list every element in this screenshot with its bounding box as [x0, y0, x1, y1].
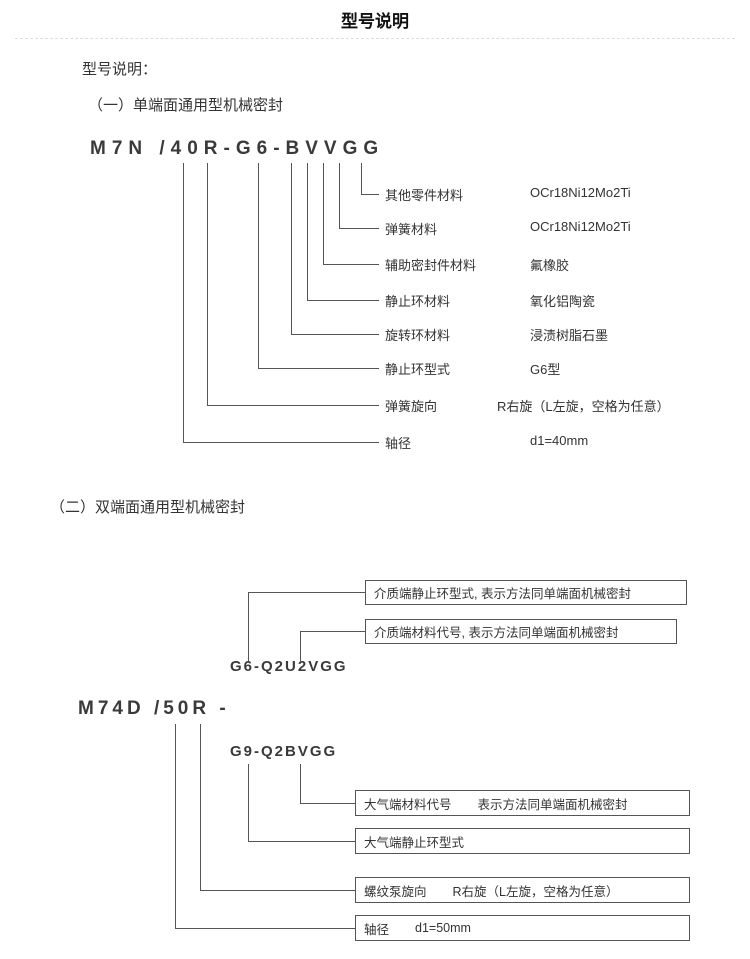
spec-label: 轴径	[385, 436, 412, 451]
spec-label: 其他零件材料	[385, 188, 464, 203]
spec-label: 弹簧旋向	[385, 399, 438, 414]
callout-box-medium-material-code: 介质端材料代号, 表示方法同单端面机械密封	[365, 619, 677, 644]
section2-code-medium-side: G6-Q2U2VGG	[230, 658, 348, 675]
spec-value: 氟橡胶	[530, 258, 570, 273]
connector-line	[323, 163, 379, 265]
spec-value: OCr18Ni12Mo2Ti	[530, 219, 631, 234]
connector-line	[300, 764, 356, 804]
spec-value: R右旋（L左旋，空格为任意）	[497, 399, 670, 414]
connector-line	[307, 163, 379, 301]
callout-label: 轴径	[364, 922, 390, 937]
section2-heading: （二）双端面通用型机械密封	[50, 499, 246, 516]
connector-line	[207, 163, 379, 406]
section1-model-code: M7N /40R-G6-BVVGG	[90, 138, 385, 159]
header-divider	[15, 38, 735, 39]
callout-value: 表示方法同单端面机械密封	[477, 797, 628, 812]
connector-line	[200, 724, 356, 891]
connector-line	[248, 592, 366, 661]
spec-label: 静止环型式	[385, 362, 451, 377]
intro-text: 型号说明：	[82, 61, 158, 78]
spec-row: 旋转环材料 浸渍树脂石墨	[385, 325, 745, 343]
spec-label: 旋转环材料	[385, 328, 451, 343]
spec-row: 辅助密封件材料 氟橡胶	[385, 255, 745, 273]
connector-line	[291, 163, 379, 335]
callout-label: 大气端材料代号	[364, 797, 452, 812]
spec-row: 静止环材料 氧化铝陶瓷	[385, 291, 745, 309]
callout-box-medium-ring-type: 介质端静止环型式, 表示方法同单端面机械密封	[365, 580, 687, 605]
callout-box-atmosphere-material-code: 大气端材料代号 表示方法同单端面机械密封	[355, 790, 690, 816]
spec-row: 弹簧材料 OCr18Ni12Mo2Ti	[385, 219, 745, 237]
callout-box-screw-pump-rotation: 螺纹泵旋向 R右旋（L左旋，空格为任意）	[355, 877, 690, 903]
spec-value: 氧化铝陶瓷	[530, 294, 596, 309]
section2-model-code: M74D /50R -	[78, 698, 230, 719]
spec-label: 弹簧材料	[385, 222, 438, 237]
spec-row: 静止环型式 G6型	[385, 359, 745, 377]
spec-value: OCr18Ni12Mo2Ti	[530, 185, 631, 200]
callout-label: 螺纹泵旋向	[364, 884, 427, 899]
connector-line	[248, 764, 356, 842]
connector-line	[183, 163, 379, 443]
spec-value: d1=40mm	[530, 433, 589, 448]
connector-line	[361, 163, 379, 195]
callout-label: 大气端静止环型式	[364, 835, 465, 850]
connector-line	[339, 163, 379, 229]
spec-value: 浸渍树脂石墨	[530, 328, 609, 343]
spec-label: 静止环材料	[385, 294, 451, 309]
section1-heading: （一）单端面通用型机械密封	[88, 97, 284, 114]
callout-text: 介质端静止环型式, 表示方法同单端面机械密封	[374, 587, 631, 601]
callout-value: d1=50mm	[415, 921, 471, 935]
spec-label: 辅助密封件材料	[385, 258, 477, 273]
connector-line	[300, 631, 366, 661]
callout-box-shaft-diameter: 轴径 d1=50mm	[355, 915, 690, 941]
callout-box-atmosphere-ring-type: 大气端静止环型式	[355, 828, 690, 854]
callout-value: R右旋（L左旋，空格为任意）	[452, 884, 619, 899]
callout-text: 介质端材料代号, 表示方法同单端面机械密封	[374, 626, 619, 640]
connector-line	[175, 724, 356, 929]
page-title: 型号说明	[341, 12, 409, 31]
connector-line	[258, 163, 379, 369]
spec-row: 弹簧旋向 R右旋（L左旋，空格为任意）	[385, 396, 745, 414]
section2-code-atmosphere-side: G9-Q2BVGG	[230, 743, 338, 760]
spec-row: 其他零件材料 OCr18Ni12Mo2Ti	[385, 185, 745, 203]
spec-value: G6型	[530, 362, 561, 377]
spec-row: 轴径 d1=40mm	[385, 433, 745, 451]
